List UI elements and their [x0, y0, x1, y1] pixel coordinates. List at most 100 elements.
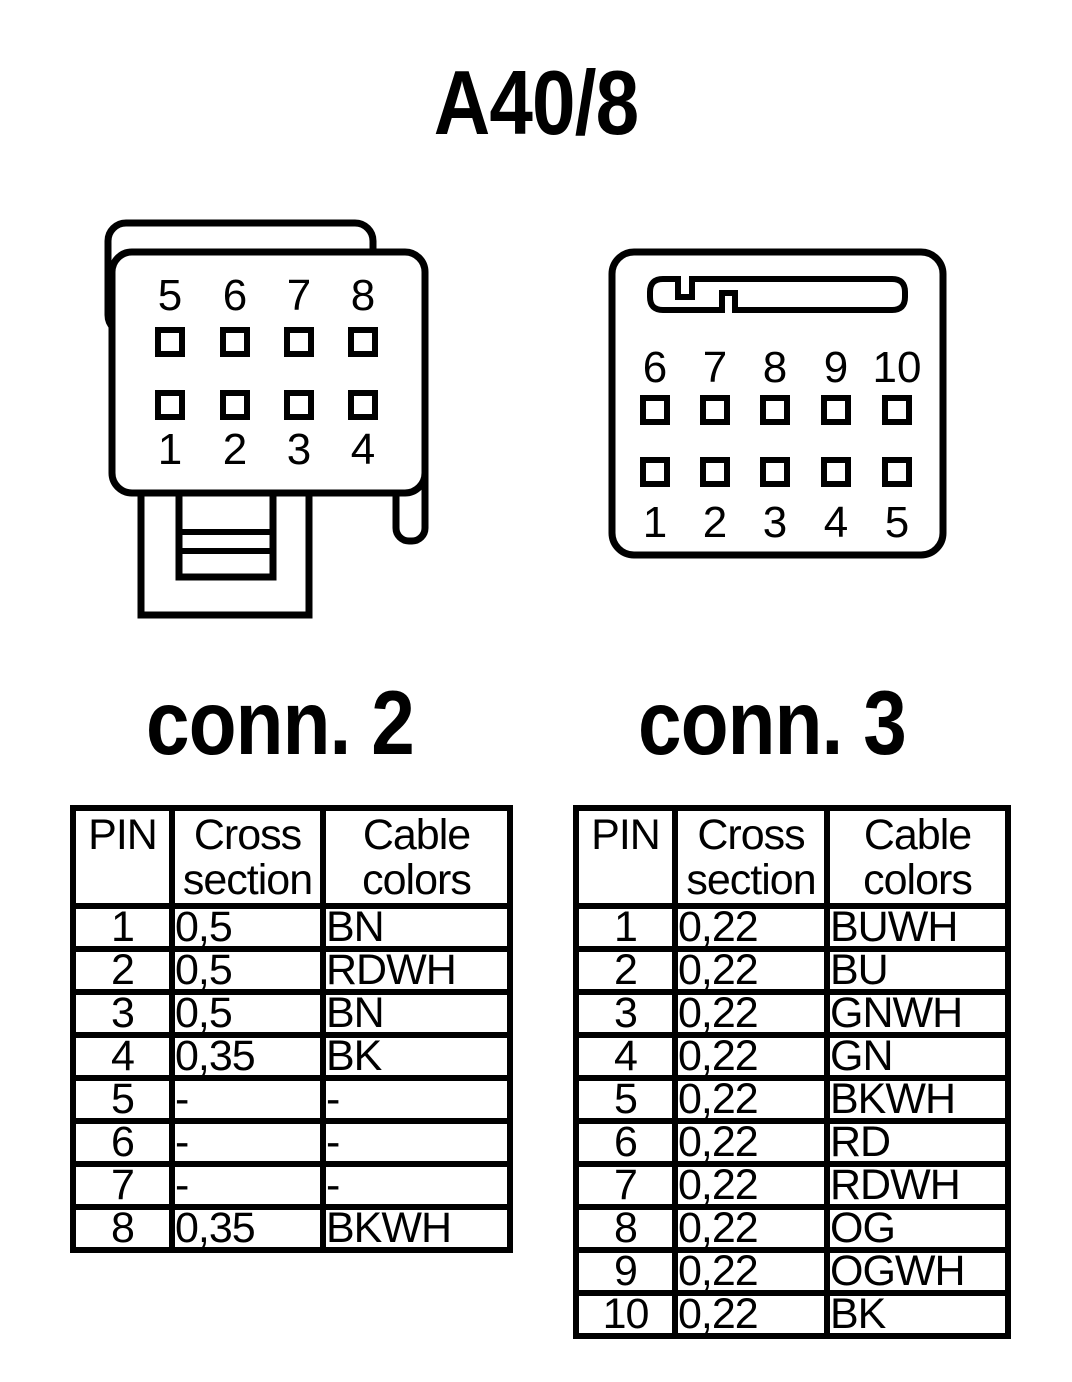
cable-color-cell: RDWH: [824, 1161, 1011, 1210]
pin-cell: 9: [573, 1247, 678, 1296]
table-row: 6 0,22 RD: [573, 1118, 1011, 1167]
table-row: 7 - -: [70, 1161, 513, 1210]
pin-number: 9: [824, 343, 848, 392]
conn3-keying-slot: [647, 276, 908, 313]
pin-cell: 4: [573, 1032, 678, 1081]
cross-section-cell: 0,35: [169, 1032, 326, 1081]
table-row: 4 0,22 GN: [573, 1032, 1011, 1081]
cable-color-cell: RDWH: [320, 946, 513, 995]
cross-section-cell: 0,22: [672, 1075, 830, 1124]
cable-color-cell: GN: [824, 1032, 1011, 1081]
pin-number: 5: [158, 271, 182, 320]
cross-section-cell: 0,22: [672, 1247, 830, 1296]
cross-section-cell: 0,22: [672, 1204, 830, 1253]
pin-cell: 6: [70, 1118, 175, 1167]
pin-square: [220, 327, 250, 357]
pin-number: 3: [287, 425, 311, 474]
pin-number: 7: [287, 271, 311, 320]
conn3-pin-table: PIN Cross section Cable colors 1 0,22 BU…: [573, 805, 1011, 1339]
cross-section-cell: 0,22: [672, 1290, 830, 1339]
table-row: 5 - -: [70, 1075, 513, 1124]
cross-section-cell: -: [169, 1161, 326, 1210]
cable-color-cell: -: [320, 1075, 513, 1124]
cable-color-cell: GNWH: [824, 989, 1011, 1038]
cable-color-cell: OG: [824, 1204, 1011, 1253]
pin-square: [821, 395, 851, 425]
pin-cell: 1: [573, 903, 678, 952]
conn2-pin-table: PIN Cross section Cable colors 1 0,5 BN …: [70, 805, 513, 1253]
pin-square: [821, 457, 851, 487]
pin-square: [640, 457, 670, 487]
conn3-label: conn. 3: [638, 673, 907, 774]
cable-color-cell: BN: [320, 903, 513, 952]
pin-square: [882, 395, 912, 425]
conn2-label: conn. 2: [146, 673, 415, 774]
cross-section-cell: 0,5: [169, 903, 326, 952]
cable-color-cell: BK: [824, 1290, 1011, 1339]
table-row: 4 0,35 BK: [70, 1032, 513, 1081]
cable-color-cell: RD: [824, 1118, 1011, 1167]
pin-cell: 3: [70, 989, 175, 1038]
pin-number: 6: [643, 343, 667, 392]
pin-number: 7: [703, 343, 727, 392]
cable-color-cell: -: [320, 1118, 513, 1167]
pin-cell: 7: [70, 1161, 175, 1210]
header-row: PIN Cross section Cable colors: [70, 805, 513, 909]
cross-section-cell: 0,22: [672, 1161, 830, 1210]
table-row: 2 0,5 RDWH: [70, 946, 513, 995]
cable-color-cell: BKWH: [824, 1075, 1011, 1124]
table-row: 10 0,22 BK: [573, 1290, 1011, 1339]
table-row: 3 0,22 GNWH: [573, 989, 1011, 1038]
conn2-body: [108, 248, 429, 497]
pin-number: 5: [885, 498, 909, 547]
table-row: 5 0,22 BKWH: [573, 1075, 1011, 1124]
pin-number: 2: [223, 425, 247, 474]
pin-cell: 2: [70, 946, 175, 995]
table-row: 2 0,22 BU: [573, 946, 1011, 995]
page-title: A40/8: [433, 53, 639, 154]
pin-square: [284, 327, 314, 357]
table-row: 6 - -: [70, 1118, 513, 1167]
pin-number: 3: [763, 498, 787, 547]
column-header-cross-section: Cross section: [169, 805, 326, 909]
pin-square: [760, 395, 790, 425]
cable-color-cell: -: [320, 1161, 513, 1210]
table-row: 8 0,22 OG: [573, 1204, 1011, 1253]
cable-color-cell: BU: [824, 946, 1011, 995]
pin-square: [284, 390, 314, 420]
cross-section-cell: 0,22: [672, 989, 830, 1038]
conn3-diagram: 6 7 8 9 10 1 2 3 4 5: [608, 248, 947, 559]
table-row: 9 0,22 OGWH: [573, 1247, 1011, 1296]
cross-section-cell: 0,22: [672, 903, 830, 952]
pin-cell: 4: [70, 1032, 175, 1081]
cross-section-cell: 0,35: [169, 1204, 326, 1253]
pin-square: [155, 327, 185, 357]
connectors-diagram: 5 6 7 8 1 2 3 4 6 7 8 9 10: [104, 219, 947, 619]
pin-number: 4: [351, 425, 375, 474]
pin-cell: 2: [573, 946, 678, 995]
cross-section-cell: 0,22: [672, 1032, 830, 1081]
conn2-diagram: 5 6 7 8 1 2 3 4: [104, 219, 429, 619]
pin-square: [348, 390, 378, 420]
pin-square: [700, 457, 730, 487]
pin-number: 1: [643, 498, 667, 547]
cross-section-cell: -: [169, 1118, 326, 1167]
pin-number: 2: [703, 498, 727, 547]
pin-square: [760, 457, 790, 487]
cross-section-cell: -: [169, 1075, 326, 1124]
table-row: 8 0,35 BKWH: [70, 1204, 513, 1253]
pin-cell: 7: [573, 1161, 678, 1210]
table-row: 1 0,5 BN: [70, 903, 513, 952]
column-header-cross-section: Cross section: [672, 805, 830, 909]
pin-number: 4: [824, 498, 848, 547]
cable-color-cell: BKWH: [320, 1204, 513, 1253]
pin-cell: 5: [573, 1075, 678, 1124]
cross-section-cell: 0,5: [169, 989, 326, 1038]
table-row: 1 0,22 BUWH: [573, 903, 1011, 952]
cross-section-cell: 0,22: [672, 1118, 830, 1167]
cable-color-cell: OGWH: [824, 1247, 1011, 1296]
pin-cell: 3: [573, 989, 678, 1038]
cable-color-cell: BK: [320, 1032, 513, 1081]
column-header-cable-colors: Cable colors: [824, 805, 1011, 909]
cross-section-cell: 0,5: [169, 946, 326, 995]
